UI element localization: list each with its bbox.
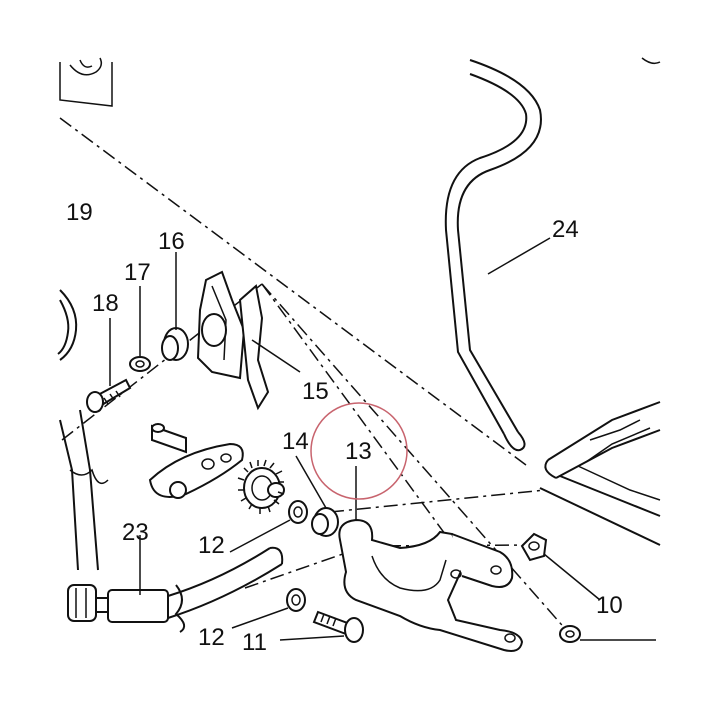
- highlight-circle: [310, 402, 408, 500]
- hose-left: [57, 289, 109, 571]
- clip-15: [196, 270, 301, 411]
- washer-12-lower: [231, 588, 306, 629]
- grommet-16: [161, 252, 189, 361]
- mounting-bracket: [338, 518, 524, 652]
- callout-11: 11: [242, 629, 267, 656]
- nut-10: [520, 532, 601, 601]
- callout-17: 17: [124, 259, 151, 286]
- callout-13: 13: [345, 438, 372, 465]
- washer-12-upper: [229, 500, 308, 553]
- top-right-fragment: [641, 57, 661, 65]
- callout-12-lower: 12: [198, 624, 225, 651]
- grommet-14: [295, 455, 339, 537]
- callout-23: 23: [122, 519, 149, 546]
- hose-24: [444, 59, 551, 452]
- screw-18: [86, 318, 132, 413]
- callout-16: 16: [158, 228, 185, 255]
- washer-17: [129, 286, 151, 372]
- callout-18: 18: [92, 290, 119, 317]
- screw-11: [279, 610, 364, 643]
- callout-14: 14: [282, 428, 309, 455]
- callout-19: 19: [66, 199, 93, 226]
- screw-lower-right: [559, 625, 656, 643]
- callout-24: 24: [552, 216, 579, 243]
- callout-12-upper: 12: [198, 532, 225, 559]
- callout-10: 10: [596, 592, 623, 619]
- frame-bracket-upper-right: [539, 401, 661, 546]
- hose-23: [67, 535, 284, 633]
- gear-arm-assembly: [148, 423, 285, 514]
- detail-box-fragment: [59, 57, 113, 107]
- callout-15: 15: [302, 378, 329, 405]
